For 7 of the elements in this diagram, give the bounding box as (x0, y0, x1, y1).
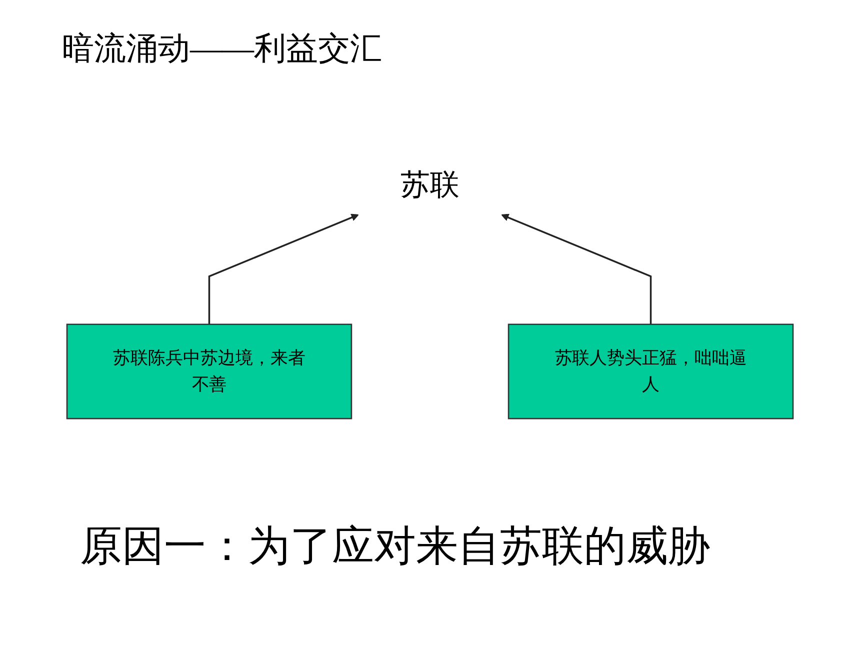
node-box: 苏联人势头正猛，咄咄逼人 (508, 323, 794, 419)
caption-text: 原因一：为了应对来自苏联的威胁 (80, 523, 710, 572)
slide-title: 暗流涌动——利益交汇 (62, 29, 382, 68)
node-text: 苏联 (400, 168, 460, 202)
node-box: 苏联陈兵中苏边境，来者不善 (66, 323, 352, 419)
arrow (501, 214, 652, 324)
arrow (208, 214, 359, 324)
